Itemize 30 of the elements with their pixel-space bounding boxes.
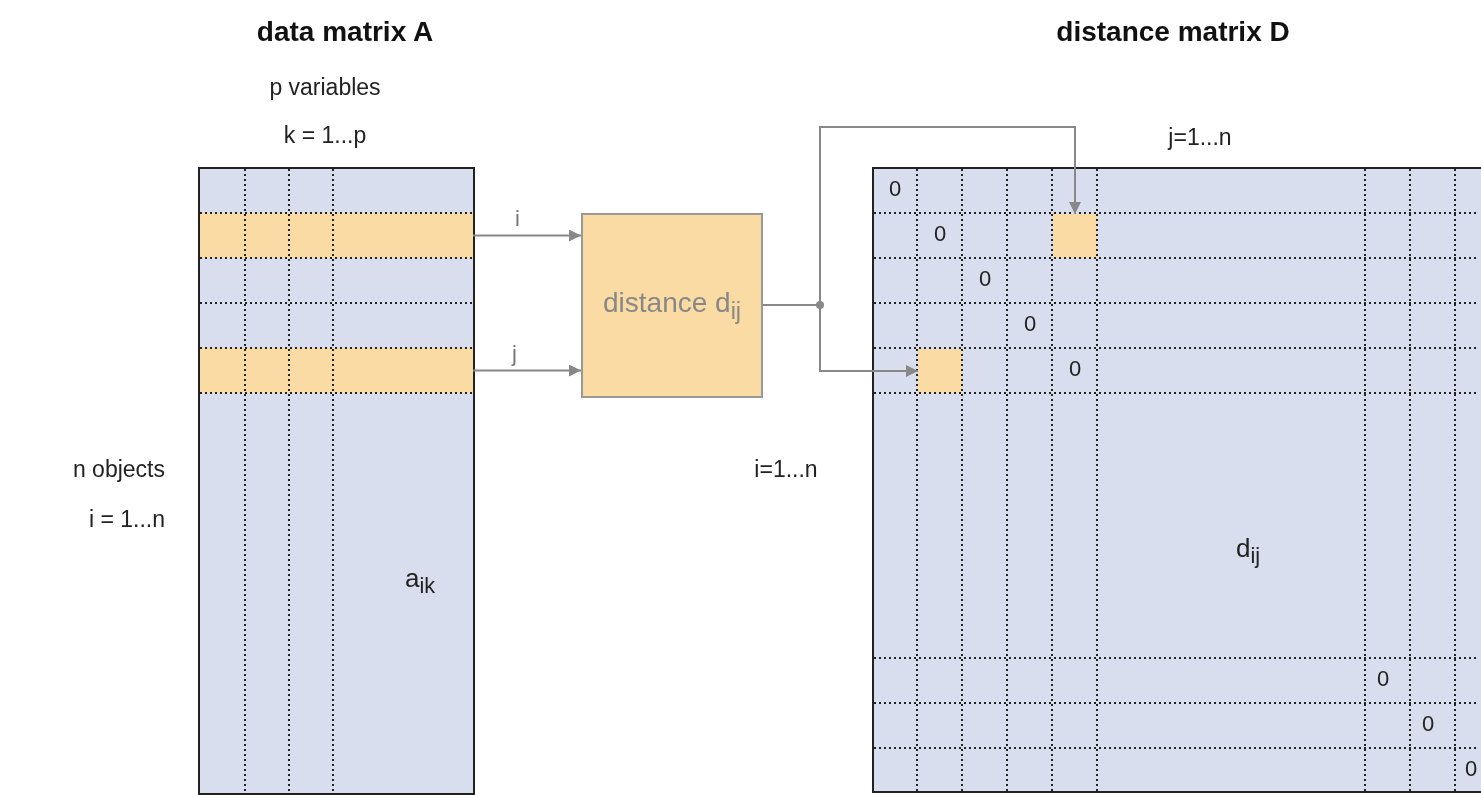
index-label: j=1...n — [1168, 126, 1232, 149]
index-label: i=1...n — [754, 458, 818, 481]
diagonal-zero: 0 — [1376, 668, 1390, 690]
box-label: distance d$_{ij}$ — [603, 286, 741, 326]
index-label: k = 1...p — [283, 124, 367, 147]
matrix-title: distance matrix D — [1056, 18, 1290, 46]
arrow — [472, 229, 582, 242]
diagonal-zero: 0 — [1464, 758, 1478, 780]
process-box — [581, 213, 763, 398]
arrow — [762, 304, 919, 377]
matrix-title: data matrix A — [256, 18, 434, 46]
highlighted-row — [200, 213, 473, 258]
highlighted-cell — [1053, 214, 1097, 258]
index-label: n objects — [72, 458, 165, 481]
element-symbol: a$_{ik}$ — [404, 565, 436, 597]
diagonal-zero: 0 — [888, 178, 902, 200]
highlighted-cell — [918, 349, 962, 393]
matrix-grid — [872, 167, 1481, 793]
diagonal-zero: 0 — [978, 268, 992, 290]
diagonal-zero: 0 — [933, 223, 947, 245]
diagonal-zero: 0 — [1421, 713, 1435, 735]
matrix-grid — [198, 167, 475, 795]
highlighted-row — [200, 348, 473, 393]
diagonal-zero: 0 — [1068, 358, 1082, 380]
element-symbol: d$_{ij}$ — [1235, 535, 1261, 567]
index-label: p variables — [269, 76, 381, 99]
arrow — [472, 364, 582, 377]
edge-label: j — [510, 343, 519, 365]
index-label: i = 1...n — [88, 508, 165, 531]
diagonal-zero: 0 — [1023, 313, 1037, 335]
